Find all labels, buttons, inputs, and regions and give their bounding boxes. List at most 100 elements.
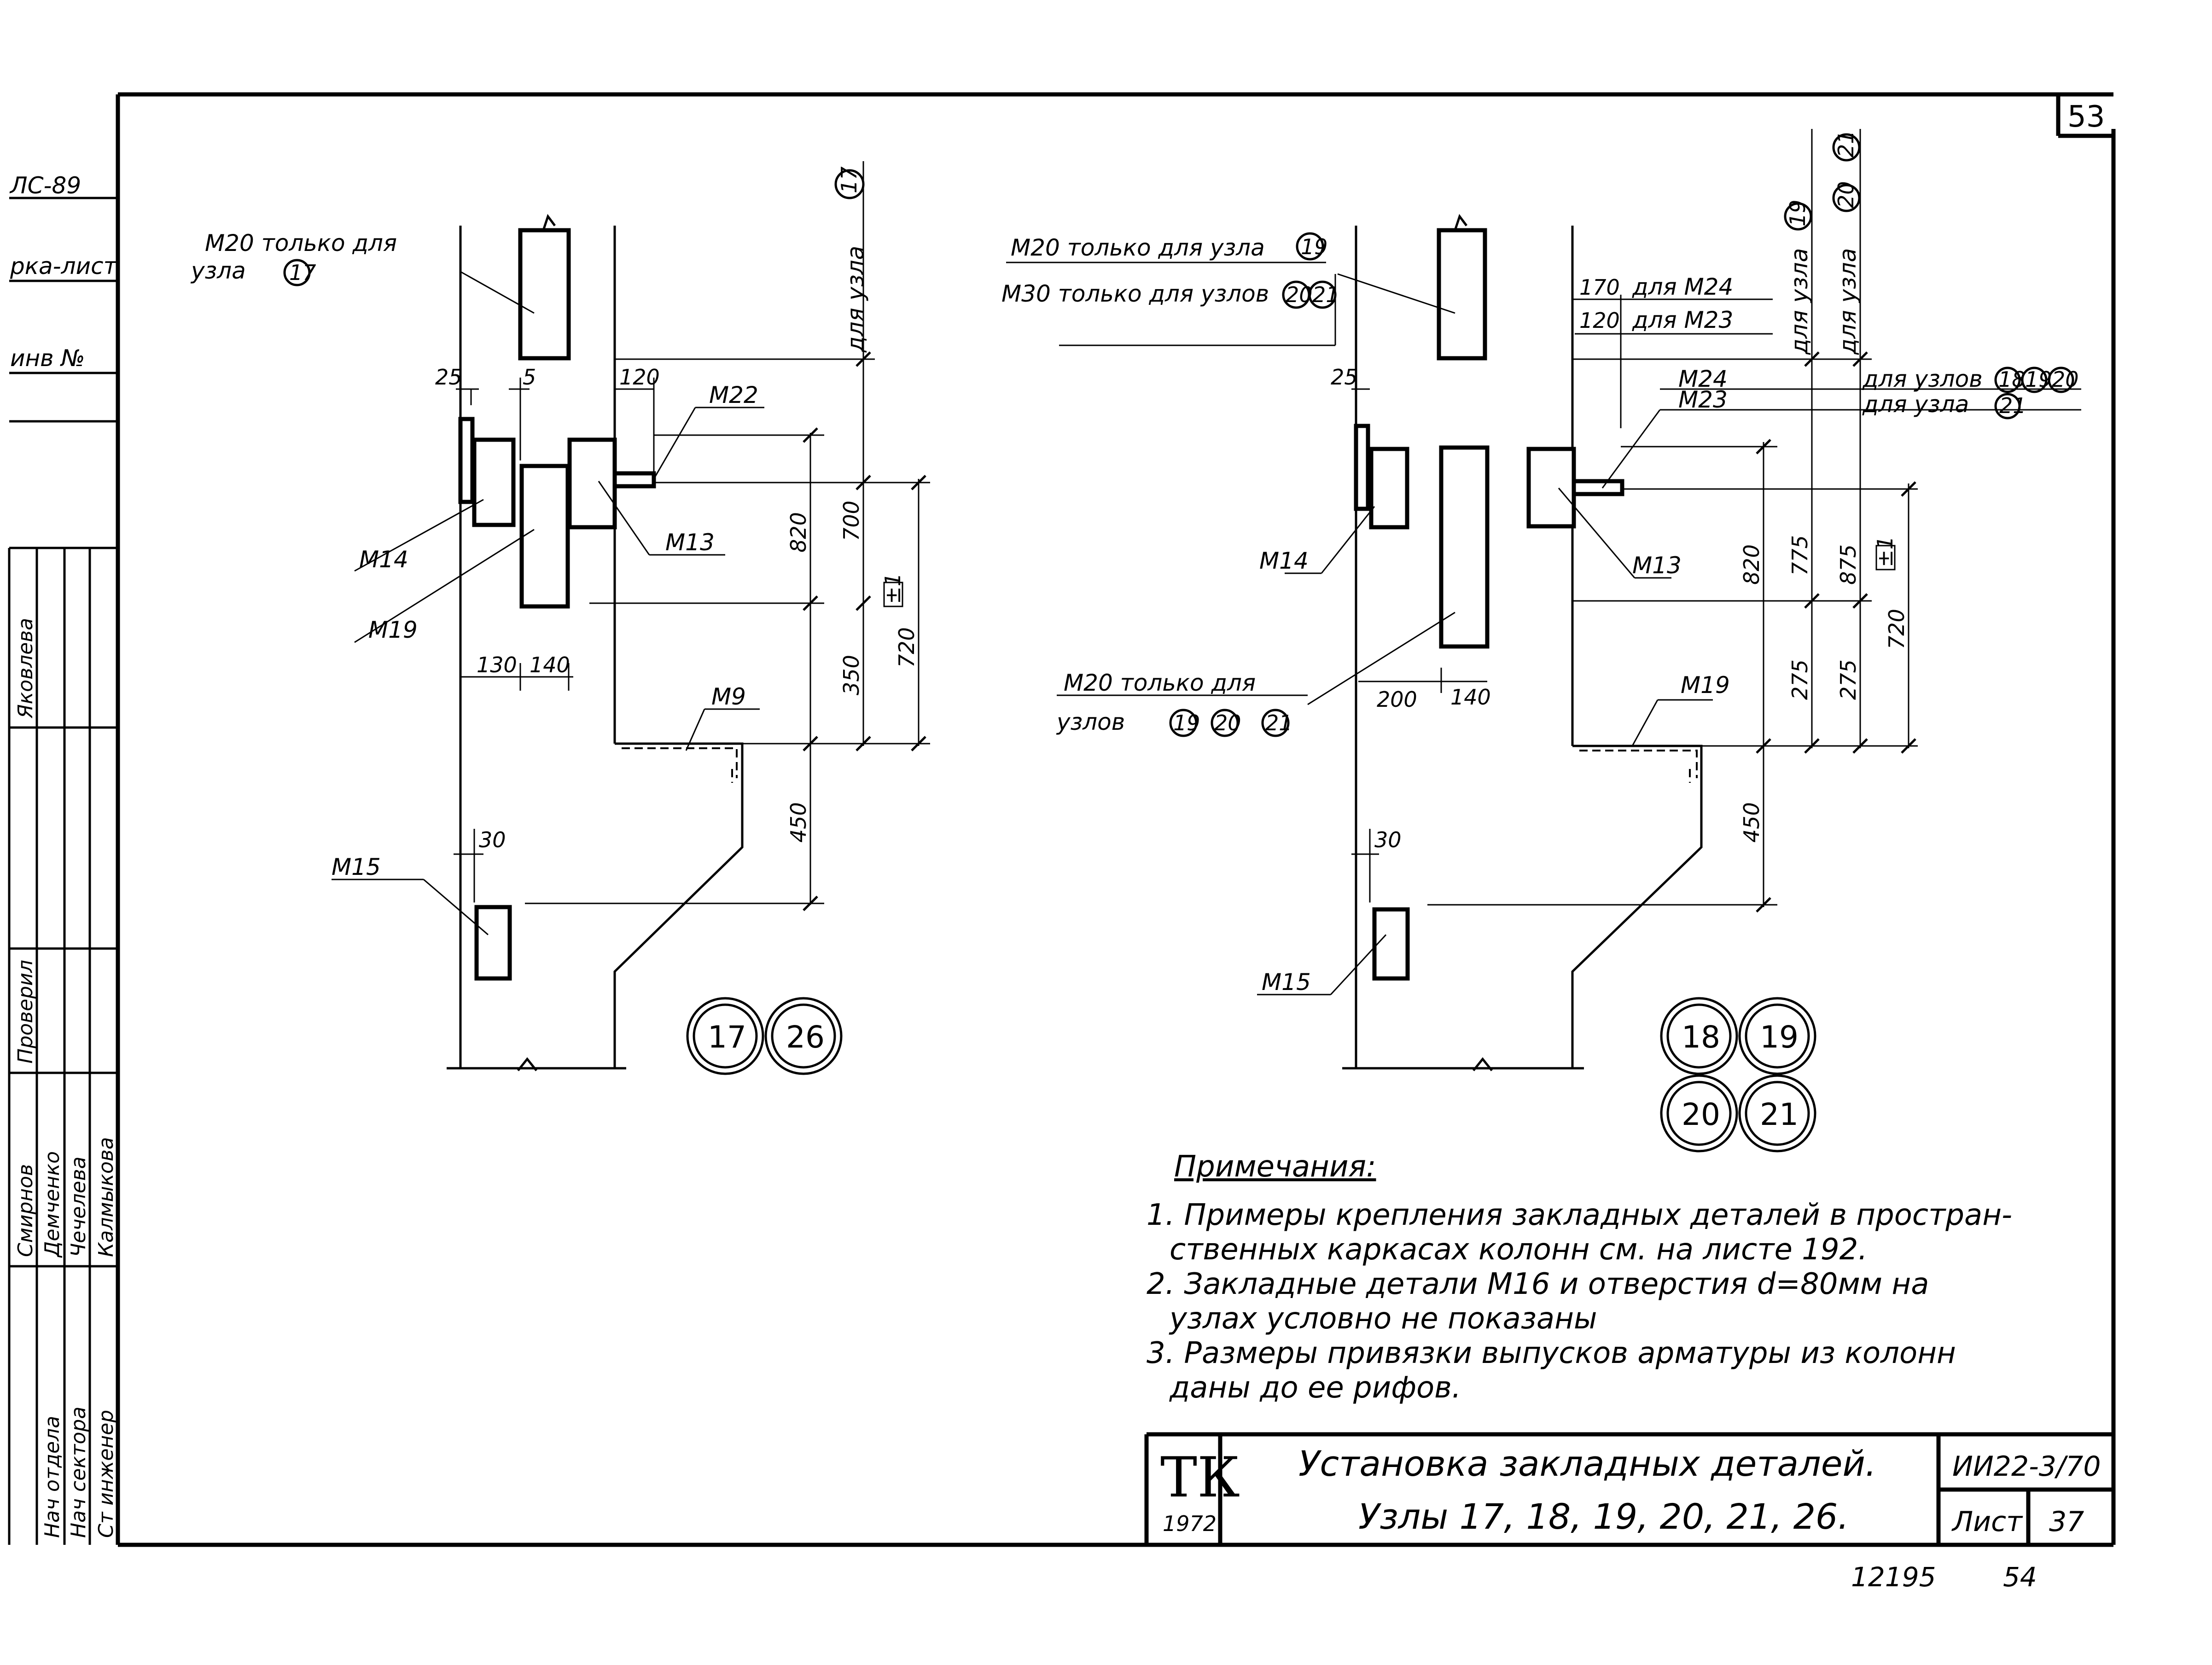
tk-year: 1972 xyxy=(1163,1511,1217,1536)
sheet-frame xyxy=(116,92,2116,1547)
right-dim-820: 820 xyxy=(1739,544,1764,585)
notes-line-3: 2. Закладные детали М16 и отверстия d=80… xyxy=(1147,1267,1929,1301)
right-for-nodes-num-3: 20 xyxy=(2052,367,2079,392)
margin-fragment-2: рка-лист xyxy=(10,253,118,279)
right-vert-for-node2-num-1: 20 xyxy=(1834,181,1858,208)
right-dim-tol: ±1 xyxy=(1873,536,1898,567)
sig-name-2: Чечелева xyxy=(67,1157,90,1257)
right-vert-for-node2-num-2: 21 xyxy=(1834,130,1858,157)
right-vert-circle-21 xyxy=(1832,133,1861,162)
right-dim-120: 120 xyxy=(1579,308,1620,333)
left-dim-450: 450 xyxy=(786,802,811,843)
left-note-m20-node-num: 17 xyxy=(289,260,316,285)
sheet-corner-number: 53 xyxy=(2067,100,2105,134)
right-dim-275a: 275 xyxy=(1787,659,1812,700)
right-for-nodes-num-2: 19 xyxy=(2025,367,2052,392)
right-detail-geometry xyxy=(1006,129,2081,1071)
notes-line-5: 3. Размеры привязки выпусков арматуры из… xyxy=(1147,1336,1956,1370)
right-node-19: 19 xyxy=(1760,1019,1799,1055)
sig-name-3: Калмыкова xyxy=(94,1137,118,1257)
right-for-nodes-circle-2 xyxy=(2021,367,2048,393)
right-note-m30-circle-2 xyxy=(1308,280,1337,309)
right-dim-720: 720 xyxy=(1884,609,1909,649)
right-note-m30: М30 только для узлов xyxy=(1001,280,1269,307)
right-bottom-circle-1 xyxy=(1169,709,1198,737)
right-dim-30: 30 xyxy=(1374,827,1402,852)
right-dim-140: 140 xyxy=(1450,685,1491,710)
right-dim-875: 875 xyxy=(1836,544,1861,585)
left-for-node-label: для узла xyxy=(842,246,869,353)
title-block-frame xyxy=(1144,1432,2113,1545)
margin-fragment-1: ЛС-89 xyxy=(9,172,81,199)
right-part-m13: М13 xyxy=(1632,552,1682,579)
right-dim-775: 775 xyxy=(1787,535,1812,576)
sig-role-1: Нач отдела xyxy=(41,1416,64,1538)
right-bottom-circle-3 xyxy=(1261,709,1290,737)
right-for-node-label: для узла xyxy=(1862,391,1969,418)
signature-block xyxy=(8,548,118,1545)
notes-line-2: ственных каркасах колонн см. на листе 19… xyxy=(1170,1233,1868,1267)
right-for-m24: для М24 xyxy=(1632,274,1733,300)
right-node-21: 21 xyxy=(1760,1097,1799,1132)
left-part-m15: М15 xyxy=(332,854,381,880)
right-node-badges xyxy=(1660,997,1816,1153)
notes-line-4: узлах условно не показаны xyxy=(1169,1302,1597,1336)
right-part-m15: М15 xyxy=(1262,969,1311,996)
title-line-2: Узлы 17, 18, 19, 20, 21, 26. xyxy=(1358,1496,1849,1537)
sig-role-3: Ст инженер xyxy=(94,1410,118,1538)
right-part-m19: М19 xyxy=(1681,672,1730,699)
left-dim-30: 30 xyxy=(479,827,506,852)
right-part-m23: М23 xyxy=(1678,386,1728,413)
stamp-number: 12195 xyxy=(1851,1561,1936,1593)
left-part-m19: М19 xyxy=(368,617,418,643)
left-for-node-num: 17 xyxy=(837,166,862,193)
right-note-m20-bottom-2: узлов xyxy=(1056,709,1125,735)
left-part-m13: М13 xyxy=(665,529,715,556)
right-bottom-node-3: 21 xyxy=(1265,710,1292,735)
right-part-m24: М24 xyxy=(1678,366,1728,392)
left-dim-720: 720 xyxy=(894,627,919,668)
right-bottom-circle-2 xyxy=(1211,709,1239,737)
right-tolerance-box xyxy=(1875,545,1896,571)
right-note-m30-node-2: 21 xyxy=(1312,282,1339,307)
right-note-m20-node: 19 xyxy=(1301,234,1328,259)
right-vert-for-node: для узла xyxy=(1786,248,1813,355)
right-note-m20-bottom: М20 только для xyxy=(1064,669,1256,696)
left-node-26: 26 xyxy=(786,1019,825,1055)
left-node-ref-circle xyxy=(283,259,311,286)
right-for-nodes-circle-3 xyxy=(2048,367,2074,393)
left-dim-350: 350 xyxy=(839,655,864,695)
right-node-18: 18 xyxy=(1682,1019,1720,1055)
title-line-1: Установка закладных деталей. xyxy=(1298,1443,1876,1484)
right-dim-170: 170 xyxy=(1579,275,1620,300)
sheet-number: 37 xyxy=(2049,1506,2084,1538)
notes-line-6: даны до ее рифов. xyxy=(1169,1371,1461,1405)
right-vert-circle-20 xyxy=(1832,184,1861,212)
right-note-m20-circle xyxy=(1296,232,1324,261)
right-dim-200: 200 xyxy=(1377,687,1417,712)
left-node-17: 17 xyxy=(708,1019,746,1055)
left-for-node-circle xyxy=(834,169,865,199)
stamp-page: 54 xyxy=(2003,1561,2037,1593)
right-dim-25: 25 xyxy=(1331,365,1358,390)
tk-label: ТК xyxy=(1160,1446,1240,1510)
right-bottom-node-2: 20 xyxy=(1214,710,1241,735)
left-dim-820: 820 xyxy=(786,512,811,553)
left-dim-25: 25 xyxy=(435,365,462,390)
left-note-m20: М20 только для xyxy=(205,230,397,256)
sig-role-2: Нач сектора xyxy=(67,1407,90,1538)
left-dim-140: 140 xyxy=(530,652,570,677)
right-for-node-circle xyxy=(1994,393,2021,419)
left-note-m20-node: узла xyxy=(190,257,246,284)
right-for-nodes-label: для узлов xyxy=(1862,366,1983,392)
right-vert-circle-19 xyxy=(1784,202,1812,231)
left-dim-120: 120 xyxy=(619,365,660,390)
left-margin-strip xyxy=(9,197,118,549)
left-detail-geometry xyxy=(332,161,930,1071)
sig-name-4: Яковлева xyxy=(14,618,37,719)
notes-heading: Примечания: xyxy=(1174,1150,1376,1184)
right-for-nodes-circle-1 xyxy=(1994,367,2021,393)
left-dim-700: 700 xyxy=(839,501,864,541)
notes-line-1: 1. Примеры крепления закладных деталей в… xyxy=(1147,1198,2012,1232)
